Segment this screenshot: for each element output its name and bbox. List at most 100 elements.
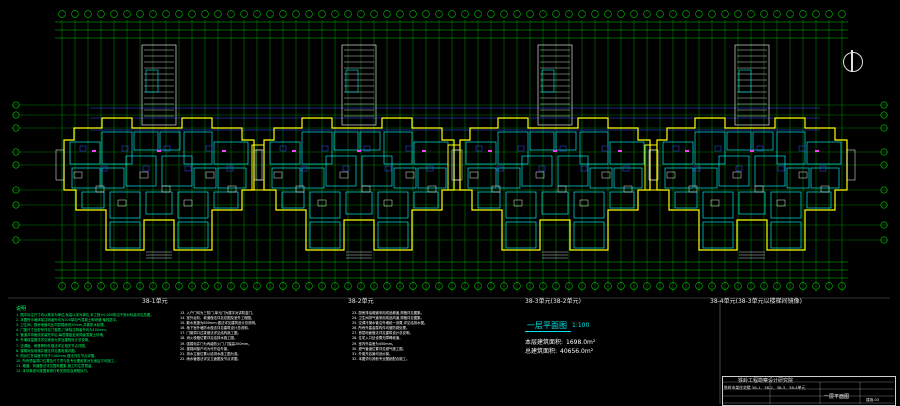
axis-bubble xyxy=(617,282,625,290)
axis-bubble xyxy=(565,10,573,18)
notes-frames xyxy=(8,297,894,404)
axis-bubble xyxy=(591,10,599,18)
axis-bubble xyxy=(123,282,131,290)
axis-bubble xyxy=(880,161,888,169)
axis-bubble xyxy=(461,10,469,18)
fixture xyxy=(776,199,786,207)
furniture xyxy=(475,145,483,152)
fixture xyxy=(557,185,567,193)
title-block-sheet-code: 建施-03 xyxy=(866,398,880,402)
fixture xyxy=(601,171,611,179)
stair-tower xyxy=(537,44,573,126)
room-outline xyxy=(309,221,341,249)
axis-bubble xyxy=(253,282,261,290)
room-outline xyxy=(613,167,643,189)
axis-bubble xyxy=(799,10,807,18)
axis-bubble xyxy=(760,282,768,290)
axis-bubble xyxy=(227,282,235,290)
fixture xyxy=(732,171,742,179)
fixture xyxy=(205,171,215,179)
axis-bubble xyxy=(656,282,664,290)
room-outline xyxy=(806,191,832,209)
furniture xyxy=(79,145,87,152)
axis-bubble xyxy=(825,282,833,290)
axis-bubble xyxy=(552,10,560,18)
furniture xyxy=(538,165,546,172)
room-outline xyxy=(269,141,301,165)
room-outline xyxy=(213,191,239,209)
stair-tower xyxy=(734,44,770,126)
axis-bubble xyxy=(513,282,521,290)
room-outline xyxy=(664,167,694,189)
accent-marker xyxy=(685,150,689,152)
note-line: 9. 阳台栏杆高度不低于1100mm,做法详见节点详图。 xyxy=(16,353,98,358)
axis-bubble xyxy=(578,282,586,290)
axis-bubble xyxy=(396,10,404,18)
axis-bubble xyxy=(188,282,196,290)
axis-bubble xyxy=(58,10,66,18)
note-line: 27. 首层地面做法详见建筑设计总说明。 xyxy=(352,331,413,336)
furniture xyxy=(496,165,504,172)
room-outline xyxy=(345,191,373,215)
fixture xyxy=(798,171,808,179)
room-outline xyxy=(101,167,125,189)
furniture xyxy=(559,145,567,152)
room-outline xyxy=(505,221,537,249)
axis-bubble xyxy=(552,282,560,290)
axis-bubble xyxy=(604,282,612,290)
fixture xyxy=(754,185,764,193)
accent-marker xyxy=(422,150,426,152)
room-outline xyxy=(776,131,806,165)
axis-bubble xyxy=(292,282,300,290)
axis-bubble xyxy=(12,148,20,156)
room-outline xyxy=(71,167,101,189)
accent-marker xyxy=(222,150,226,152)
axis-bubble xyxy=(12,201,20,209)
axis-bubble xyxy=(760,10,768,18)
room-outline xyxy=(301,167,325,189)
room-outline xyxy=(177,191,209,219)
note-line: 15. 散水宽度为800mm,做法详见建筑设计总说明。 xyxy=(180,321,259,326)
axis-bubble xyxy=(188,10,196,18)
link-corridor xyxy=(644,144,658,191)
fixture xyxy=(117,199,127,207)
total-area-value: 40656.0m² xyxy=(560,348,594,355)
room-outline xyxy=(529,131,555,151)
fixture xyxy=(427,185,437,193)
axis-bubble xyxy=(565,282,573,290)
elevator-shaft xyxy=(541,69,555,93)
note-line: 23. 厨房排油烟道采用成品烟道,规格详见图集。 xyxy=(352,311,424,315)
accent-marker xyxy=(815,150,819,152)
title-block-sheet-title: 一层平面图 xyxy=(824,394,850,400)
fixture xyxy=(361,185,371,193)
furniture xyxy=(363,145,371,152)
axis-bubble xyxy=(279,282,287,290)
room-outline xyxy=(183,131,213,165)
axis-bubble xyxy=(12,221,20,229)
accent-marker xyxy=(553,150,557,152)
room-outline xyxy=(738,191,766,215)
axis-bubble xyxy=(682,282,690,290)
axis-bubble xyxy=(279,10,287,18)
plan-title-underline xyxy=(525,331,571,332)
axis-bubble xyxy=(84,10,92,18)
room-outline xyxy=(770,221,802,249)
room-outline xyxy=(662,141,694,165)
room-outline xyxy=(377,191,409,219)
note-line: 20. 楼梯间窗户均为可开启外窗。 xyxy=(180,346,231,351)
axis-bubble xyxy=(370,282,378,290)
fixture xyxy=(161,185,171,193)
furniture xyxy=(100,165,108,172)
room-outline xyxy=(573,191,605,219)
note-line: 10. 所有预留洞口位置及尺寸须与各专业图纸核对无误后方可施工。 xyxy=(16,358,118,363)
room-outline xyxy=(133,131,159,151)
room-outline xyxy=(541,191,569,215)
axis-bubble xyxy=(448,10,456,18)
furniture xyxy=(777,165,785,172)
axis-bubble xyxy=(734,282,742,290)
axis-bubble xyxy=(474,10,482,18)
building-unit xyxy=(451,44,659,259)
title-block-company: 铁岭工程勘察设计研究院 xyxy=(738,378,794,384)
fixture xyxy=(535,171,545,179)
axis-bubble xyxy=(786,10,794,18)
